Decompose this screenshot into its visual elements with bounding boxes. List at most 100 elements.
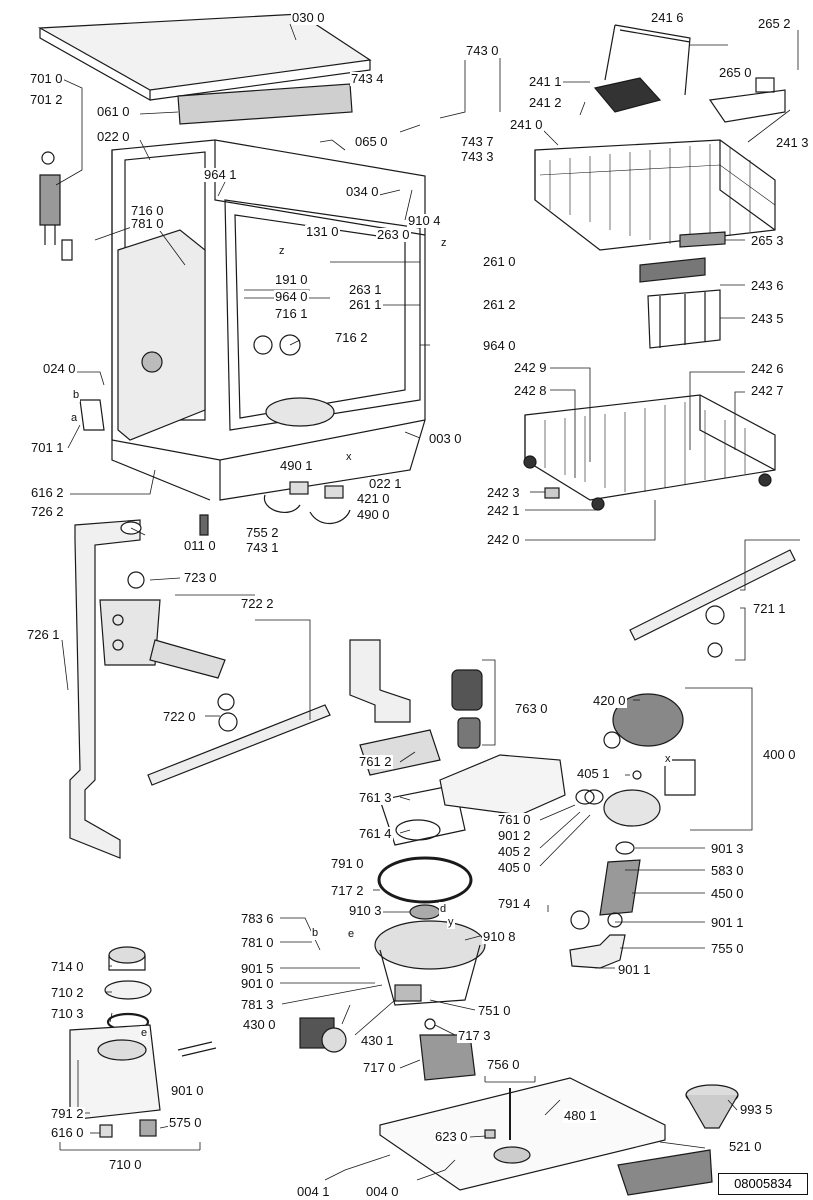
label-241-3: 241 3	[775, 135, 810, 150]
label-710-0: 710 0	[108, 1157, 143, 1172]
label-791-0: 791 0	[330, 856, 365, 871]
label-024-0: 024 0	[42, 361, 77, 376]
label-420-0: 420 0	[592, 693, 627, 708]
label-910-4: 910 4	[407, 213, 442, 228]
label-717-3: 717 3	[457, 1028, 492, 1043]
marker-y: y	[447, 915, 455, 929]
label-261-0: 261 0	[482, 254, 517, 269]
supply-pipe-726	[69, 519, 142, 859]
label-263-1: 263 1	[348, 282, 383, 297]
label-400-0: 400 0	[762, 747, 797, 762]
label-964-0a: 964 0	[274, 289, 309, 304]
funnel-993-5	[685, 1084, 739, 1129]
label-265-2: 265 2	[757, 16, 792, 31]
handle-265-3	[679, 231, 726, 248]
terminal-blocks	[263, 481, 351, 524]
label-901-0a: 901 0	[240, 976, 275, 991]
label-616-2: 616 2	[30, 485, 65, 500]
label-910-3: 910 3	[348, 903, 383, 918]
label-743-0: 743 0	[465, 43, 500, 58]
label-263-0: 263 0	[376, 227, 411, 242]
sump-751-0	[374, 904, 486, 1006]
label-242-1: 242 1	[486, 503, 521, 518]
label-061-0: 061 0	[96, 104, 131, 119]
leader-lines	[55, 23, 800, 1181]
clip-265-2	[755, 77, 775, 93]
label-756-0: 756 0	[486, 1057, 521, 1072]
label-242-6: 242 6	[750, 361, 785, 376]
seal-716-1	[253, 335, 273, 355]
label-743-4: 743 4	[350, 71, 385, 86]
label-241-2: 241 2	[528, 95, 563, 110]
label-022-1: 022 1	[368, 476, 403, 491]
regeneration-valve-430-0	[299, 1017, 347, 1053]
manifold-722	[99, 571, 226, 679]
label-265-3: 265 3	[750, 233, 785, 248]
label-743-7: 743 7	[460, 134, 495, 149]
marker-d: d	[439, 902, 448, 916]
label-242-9: 242 9	[513, 360, 548, 375]
part-575-0	[139, 1119, 157, 1137]
label-901-2: 901 2	[497, 828, 532, 843]
label-717-2: 717 2	[330, 883, 365, 898]
upper-spray-arm	[629, 549, 796, 658]
marker-e2: e	[140, 1026, 149, 1040]
label-791-2: 791 2	[50, 1106, 85, 1121]
label-717-0: 717 0	[362, 1060, 397, 1075]
label-261-2: 261 2	[482, 297, 517, 312]
marker-e: e	[347, 927, 356, 941]
label-490-0: 490 0	[356, 507, 391, 522]
label-781-0b: 781 0	[240, 935, 275, 950]
label-701-0: 701 0	[29, 71, 64, 86]
cutlery-basket	[639, 257, 721, 349]
lower-spray-arm	[147, 693, 331, 786]
worktop-lid	[37, 13, 372, 102]
door-panel	[117, 229, 206, 441]
label-761-2: 761 2	[358, 754, 393, 769]
label-241-0: 241 0	[509, 117, 544, 132]
marker-z2: z	[440, 236, 448, 250]
seal-761-4	[395, 819, 441, 841]
water-inlet-valve	[39, 151, 73, 261]
label-243-5: 243 5	[750, 311, 785, 326]
label-901-0b: 901 0	[170, 1083, 205, 1098]
label-716-0: 716 0	[130, 203, 165, 218]
label-242-3: 242 3	[486, 485, 521, 500]
label-710-3: 710 3	[50, 1006, 85, 1021]
label-901-5: 901 5	[240, 961, 275, 976]
label-701-2: 701 2	[29, 92, 64, 107]
label-430-0: 430 0	[242, 1017, 277, 1032]
label-405-2: 405 2	[497, 844, 532, 859]
label-450-0: 450 0	[710, 886, 745, 901]
part-616-0	[99, 1124, 113, 1138]
label-583-0: 583 0	[710, 863, 745, 878]
label-241-1: 241 1	[528, 74, 563, 89]
marker-a: a	[70, 411, 79, 425]
document-id: 08005834	[718, 1173, 808, 1195]
label-901-1b: 901 1	[617, 962, 652, 977]
label-721-1: 721 1	[752, 601, 787, 616]
label-722-2: 722 2	[240, 596, 275, 611]
label-034-0: 034 0	[345, 184, 380, 199]
label-964-1: 964 1	[203, 167, 238, 182]
label-242-0: 242 0	[486, 532, 521, 547]
lower-basket	[523, 394, 776, 511]
heater-717-0	[419, 1018, 476, 1081]
label-243-6: 243 6	[750, 278, 785, 293]
label-714-0: 714 0	[50, 959, 85, 974]
label-910-8: 910 8	[482, 929, 517, 944]
label-405-1: 405 1	[576, 766, 611, 781]
label-623-0: 623 0	[434, 1129, 469, 1144]
label-761-3: 761 3	[358, 790, 393, 805]
label-743-1: 743 1	[245, 540, 280, 555]
hose-755-0	[569, 934, 626, 969]
label-616-0: 616 0	[50, 1125, 85, 1140]
part-242-3	[544, 487, 560, 499]
label-191-0: 191 0	[274, 272, 309, 287]
label-131-0: 131 0	[305, 224, 340, 239]
label-521-0: 521 0	[728, 1139, 763, 1154]
label-964-0b: 964 0	[482, 338, 517, 353]
label-901-3: 901 3	[710, 841, 745, 856]
label-722-0: 722 0	[162, 709, 197, 724]
